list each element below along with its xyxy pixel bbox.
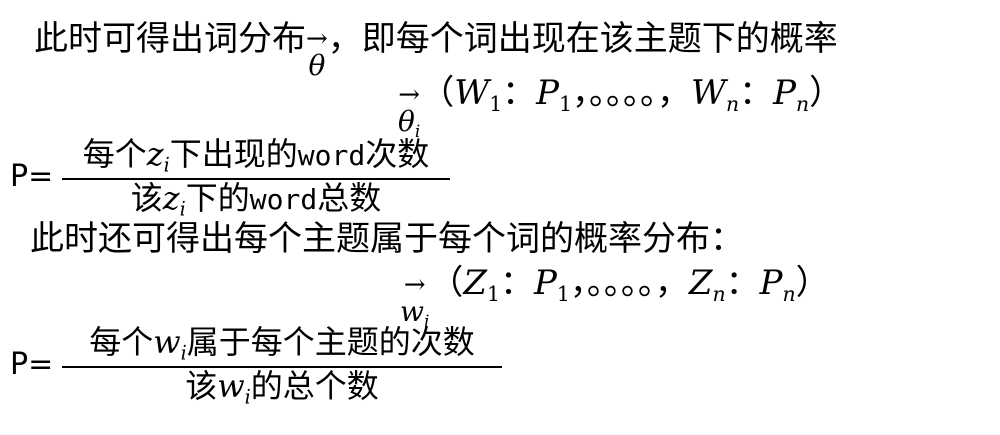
theta-vector: →θ	[306, 24, 328, 82]
line-word-distribution: 此时可得出词分布→θ，即每个词出现在该主题下的概率	[34, 19, 838, 80]
fraction-2-bar	[62, 365, 502, 368]
fraction-2: 每个wi属于每个主题的次数 该wi的总个数	[62, 323, 502, 409]
line1-before: 此时可得出词分布	[34, 19, 306, 59]
fraction-2-numerator: 每个wi属于每个主题的次数	[89, 323, 475, 365]
theta-i-vector-line: →θi（W1：P1，。。。。，Wn：Pn）	[398, 73, 844, 141]
fraction-1-bar	[62, 177, 450, 180]
theta-i-vector: →θi	[398, 80, 421, 141]
fraction-1-numerator: 每个zi下出现的word次数	[82, 135, 430, 177]
p-label-2: P=	[10, 347, 54, 382]
fraction-1-denominator: 该zi下的word总数	[130, 178, 382, 221]
p-label-1: P=	[10, 159, 54, 194]
fraction-2-denominator: 该wi的总个数	[185, 366, 379, 409]
line-topic-distribution: 此时还可得出每个主题属于每个词的概率分布：	[30, 219, 744, 259]
w-i-vector: →wi	[400, 270, 430, 331]
line1-after: ，即每个词出现在该主题下的概率	[327, 19, 838, 59]
w-i-vector-line: →wi（Z1：P1，。。。。，Zn：Pn）	[400, 263, 830, 331]
fraction-1: 每个zi下出现的word次数 该zi下的word总数	[62, 135, 450, 221]
